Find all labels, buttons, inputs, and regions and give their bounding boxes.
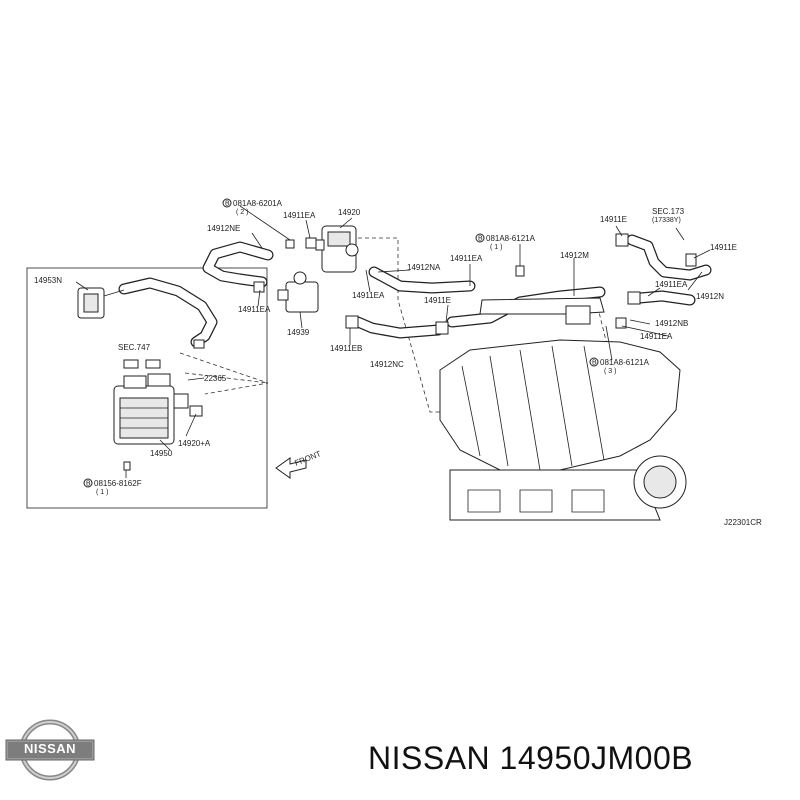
- canister-frame: [26, 267, 268, 509]
- svg-text:B: B: [86, 481, 91, 488]
- label-14912m: 14912M: [560, 251, 589, 260]
- svg-text:( 3 ): ( 3 ): [604, 368, 616, 375]
- part-title: NISSAN 14950JM00B: [368, 740, 694, 776]
- label-14911ea-f: 14911EA: [640, 332, 673, 341]
- svg-text:08156-8162F: 08156-8162F: [94, 479, 142, 488]
- svg-text:( 1 ): ( 1 ): [490, 244, 502, 251]
- intake-manifold: [439, 339, 687, 521]
- label-sec-747: SEC.747: [118, 343, 151, 352]
- callout-bolt-canister: B 08156-8162F ( 1 ): [83, 461, 142, 496]
- svg-text:081A8-6201A: 081A8-6201A: [233, 199, 283, 208]
- sec-747-bracket-b: [145, 359, 161, 369]
- hose-14912na: [368, 266, 476, 294]
- dashed-leader-valve: [358, 237, 486, 413]
- label-22365: 22365: [204, 374, 227, 383]
- label-14920a: 14920+A: [178, 439, 211, 448]
- canister-14950: [113, 373, 189, 445]
- label-14912nc: 14912NC: [370, 360, 404, 369]
- sec-747-bracket-a: [123, 359, 139, 369]
- hose-14912nc: [352, 316, 444, 339]
- label-14911e-c: 14911E: [710, 243, 737, 252]
- drawing-code: J22301CR: [724, 518, 762, 527]
- label-14911ea-d: 14911EA: [450, 254, 483, 263]
- purge-valve-14920: [315, 225, 359, 273]
- label-14911ea-c: 14911EA: [352, 291, 385, 300]
- label-sec-173: SEC.173: [652, 207, 685, 216]
- label-14911e-b: 14911E: [600, 215, 627, 224]
- callout-bolt-mid: B 081A8-6121A ( 1 ): [475, 233, 536, 251]
- part-14939: [277, 271, 319, 313]
- dashed-leader-22365: [184, 372, 269, 384]
- callout-bolt-top-left: B 081A8-6201A ( 2 ): [222, 198, 283, 216]
- label-sec-173-ref: (17338Y): [652, 217, 681, 224]
- hose-14912n: [626, 234, 712, 281]
- callout-bolt-right: B 081A8-6121A ( 3 ): [589, 357, 650, 375]
- svg-text:081A8-6121A: 081A8-6121A: [486, 234, 536, 243]
- front-arrow: [275, 457, 307, 479]
- nissan-logo: [5, 719, 95, 781]
- hose-14912ne: [202, 241, 274, 288]
- bracket-plate: [565, 305, 591, 325]
- label-14912na: 14912NA: [407, 263, 441, 272]
- label-14950: 14950: [150, 449, 173, 458]
- hose-canister-line: [118, 277, 218, 348]
- logo-wordmark: NISSAN: [23, 741, 77, 756]
- svg-text:081A8-6121A: 081A8-6121A: [600, 358, 650, 367]
- front-label: FRONT: [293, 449, 322, 468]
- label-14911ea-e: 14911EA: [655, 280, 688, 289]
- parts-diagram: FRONT B 081A8-6201A ( 2 ) 14911EA 14920 …: [26, 198, 762, 527]
- label-14912n: 14912N: [696, 292, 724, 301]
- svg-text:( 2 ): ( 2 ): [236, 209, 248, 216]
- label-14953n: 14953N: [34, 276, 62, 285]
- dashed-leader-canister: [179, 352, 269, 395]
- label-14911ea-a: 14911EA: [283, 211, 316, 220]
- svg-text:B: B: [592, 360, 597, 367]
- hose-14912nb: [634, 290, 696, 306]
- label-14911e-a: 14911E: [424, 296, 451, 305]
- svg-text:B: B: [225, 201, 230, 208]
- label-14911eb: 14911EB: [330, 344, 362, 353]
- svg-text:B: B: [478, 236, 483, 243]
- label-14912nb: 14912NB: [655, 319, 688, 328]
- label-14939: 14939: [287, 328, 310, 337]
- label-14911ea-b: 14911EA: [238, 305, 271, 314]
- label-14912ne: 14912NE: [207, 224, 240, 233]
- svg-text:( 1 ): ( 1 ): [96, 489, 108, 496]
- label-14920: 14920: [338, 208, 361, 217]
- filter-14953n: [77, 287, 125, 319]
